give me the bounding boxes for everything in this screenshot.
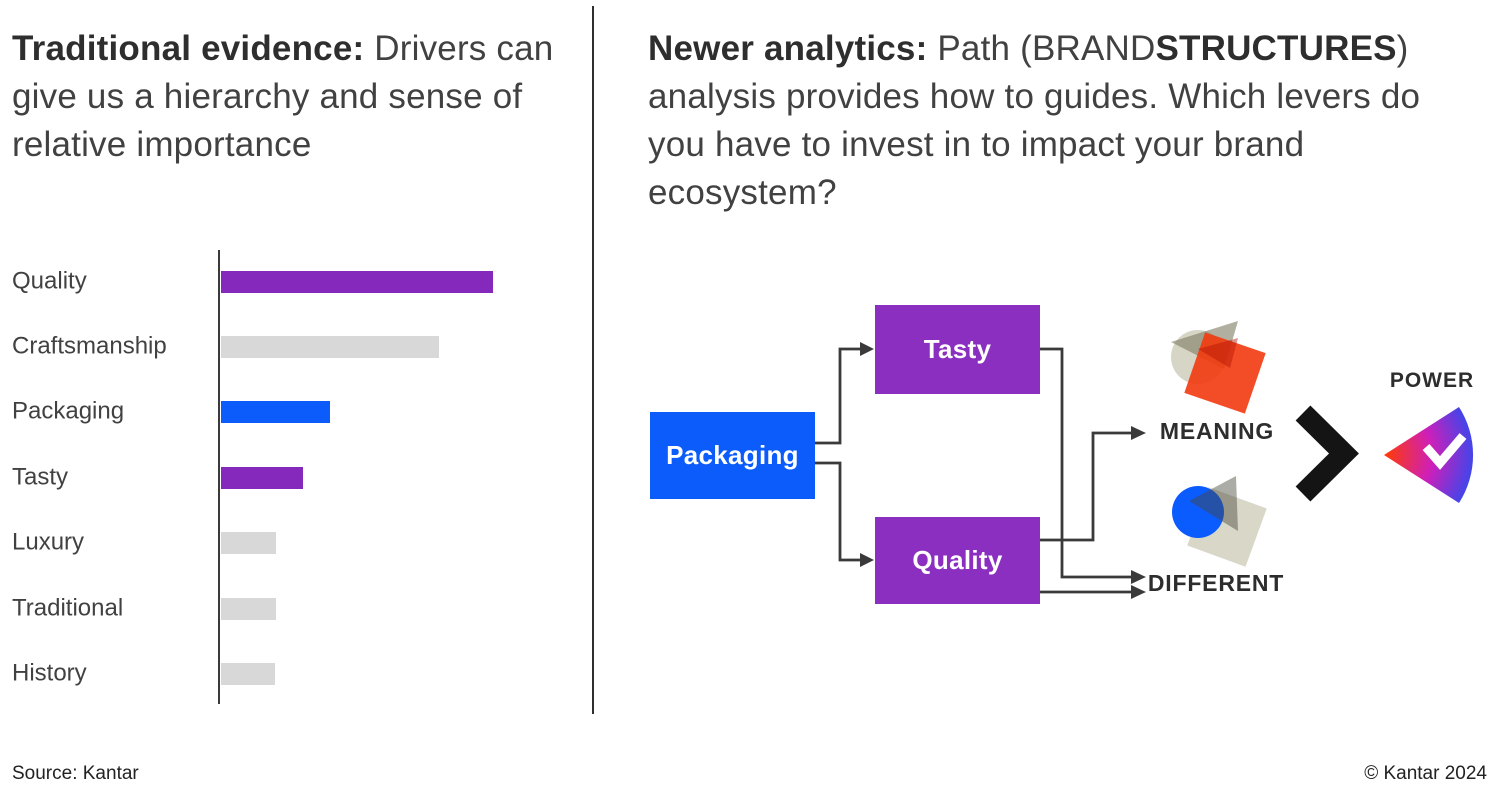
bar-history bbox=[221, 663, 275, 685]
left-panel-title: Traditional evidence: Drivers can give u… bbox=[12, 25, 567, 169]
node-label: Quality bbox=[912, 545, 1003, 575]
node-quality: Quality bbox=[875, 517, 1040, 604]
right-title-bold: Newer analytics: bbox=[648, 29, 928, 69]
bar-craftsmanship bbox=[221, 336, 439, 358]
left-title-rest: Drivers can give us a hierarchy and sens… bbox=[12, 29, 554, 165]
source-note: Source: Kantar bbox=[12, 763, 139, 784]
left-title-bold: Traditional evidence: bbox=[12, 29, 365, 69]
chart-row: History bbox=[0, 659, 560, 686]
bar-label: Craftsmanship bbox=[12, 332, 167, 360]
result-label-power: POWER bbox=[1389, 369, 1475, 392]
chart-y-axis bbox=[218, 250, 220, 704]
bar-luxury bbox=[221, 532, 276, 554]
chevron-right-icon bbox=[1295, 405, 1359, 502]
chart-row: Traditional bbox=[0, 594, 560, 621]
chart-row: Craftsmanship bbox=[0, 332, 560, 359]
bar-quality bbox=[221, 271, 493, 293]
chart-row: Packaging bbox=[0, 397, 560, 424]
drivers-bar-chart: Quality Craftsmanship Packaging Tasty Lu… bbox=[0, 240, 560, 720]
meaning-icon bbox=[1171, 321, 1266, 414]
node-tasty: Tasty bbox=[875, 305, 1040, 394]
panel-divider bbox=[592, 6, 594, 714]
bar-packaging bbox=[221, 401, 330, 423]
node-label: Packaging bbox=[666, 440, 799, 470]
right-panel-title: Newer analytics: Path (BRANDSTRUCTURES) … bbox=[648, 25, 1478, 217]
bar-traditional bbox=[221, 598, 276, 620]
copyright-note: © Kantar 2024 bbox=[1364, 763, 1487, 784]
outcome-label-meaning: MEANING bbox=[1159, 418, 1275, 444]
different-icon bbox=[1172, 476, 1267, 567]
chart-row: Tasty bbox=[0, 463, 560, 490]
node-packaging: Packaging bbox=[650, 412, 815, 499]
bar-label: Quality bbox=[12, 267, 87, 295]
right-title-bold2: STRUCTURES bbox=[1155, 29, 1397, 69]
right-title-mid: Path (BRAND bbox=[927, 29, 1156, 69]
bar-tasty bbox=[221, 467, 303, 489]
power-wedge-icon bbox=[1384, 407, 1474, 503]
bar-label: History bbox=[12, 659, 87, 687]
bar-label: Tasty bbox=[12, 463, 69, 491]
chart-row: Quality bbox=[0, 267, 560, 294]
outcome-label-different: DIFFERENT bbox=[1147, 570, 1285, 596]
chart-row: Luxury bbox=[0, 528, 560, 555]
bar-label: Packaging bbox=[12, 397, 125, 425]
right-title-rest: ) analysis provides how to guides. Which… bbox=[648, 29, 1421, 213]
node-label: Tasty bbox=[923, 334, 992, 364]
bar-label: Luxury bbox=[12, 528, 85, 556]
check-icon bbox=[1422, 433, 1467, 470]
bar-label: Traditional bbox=[12, 594, 124, 622]
